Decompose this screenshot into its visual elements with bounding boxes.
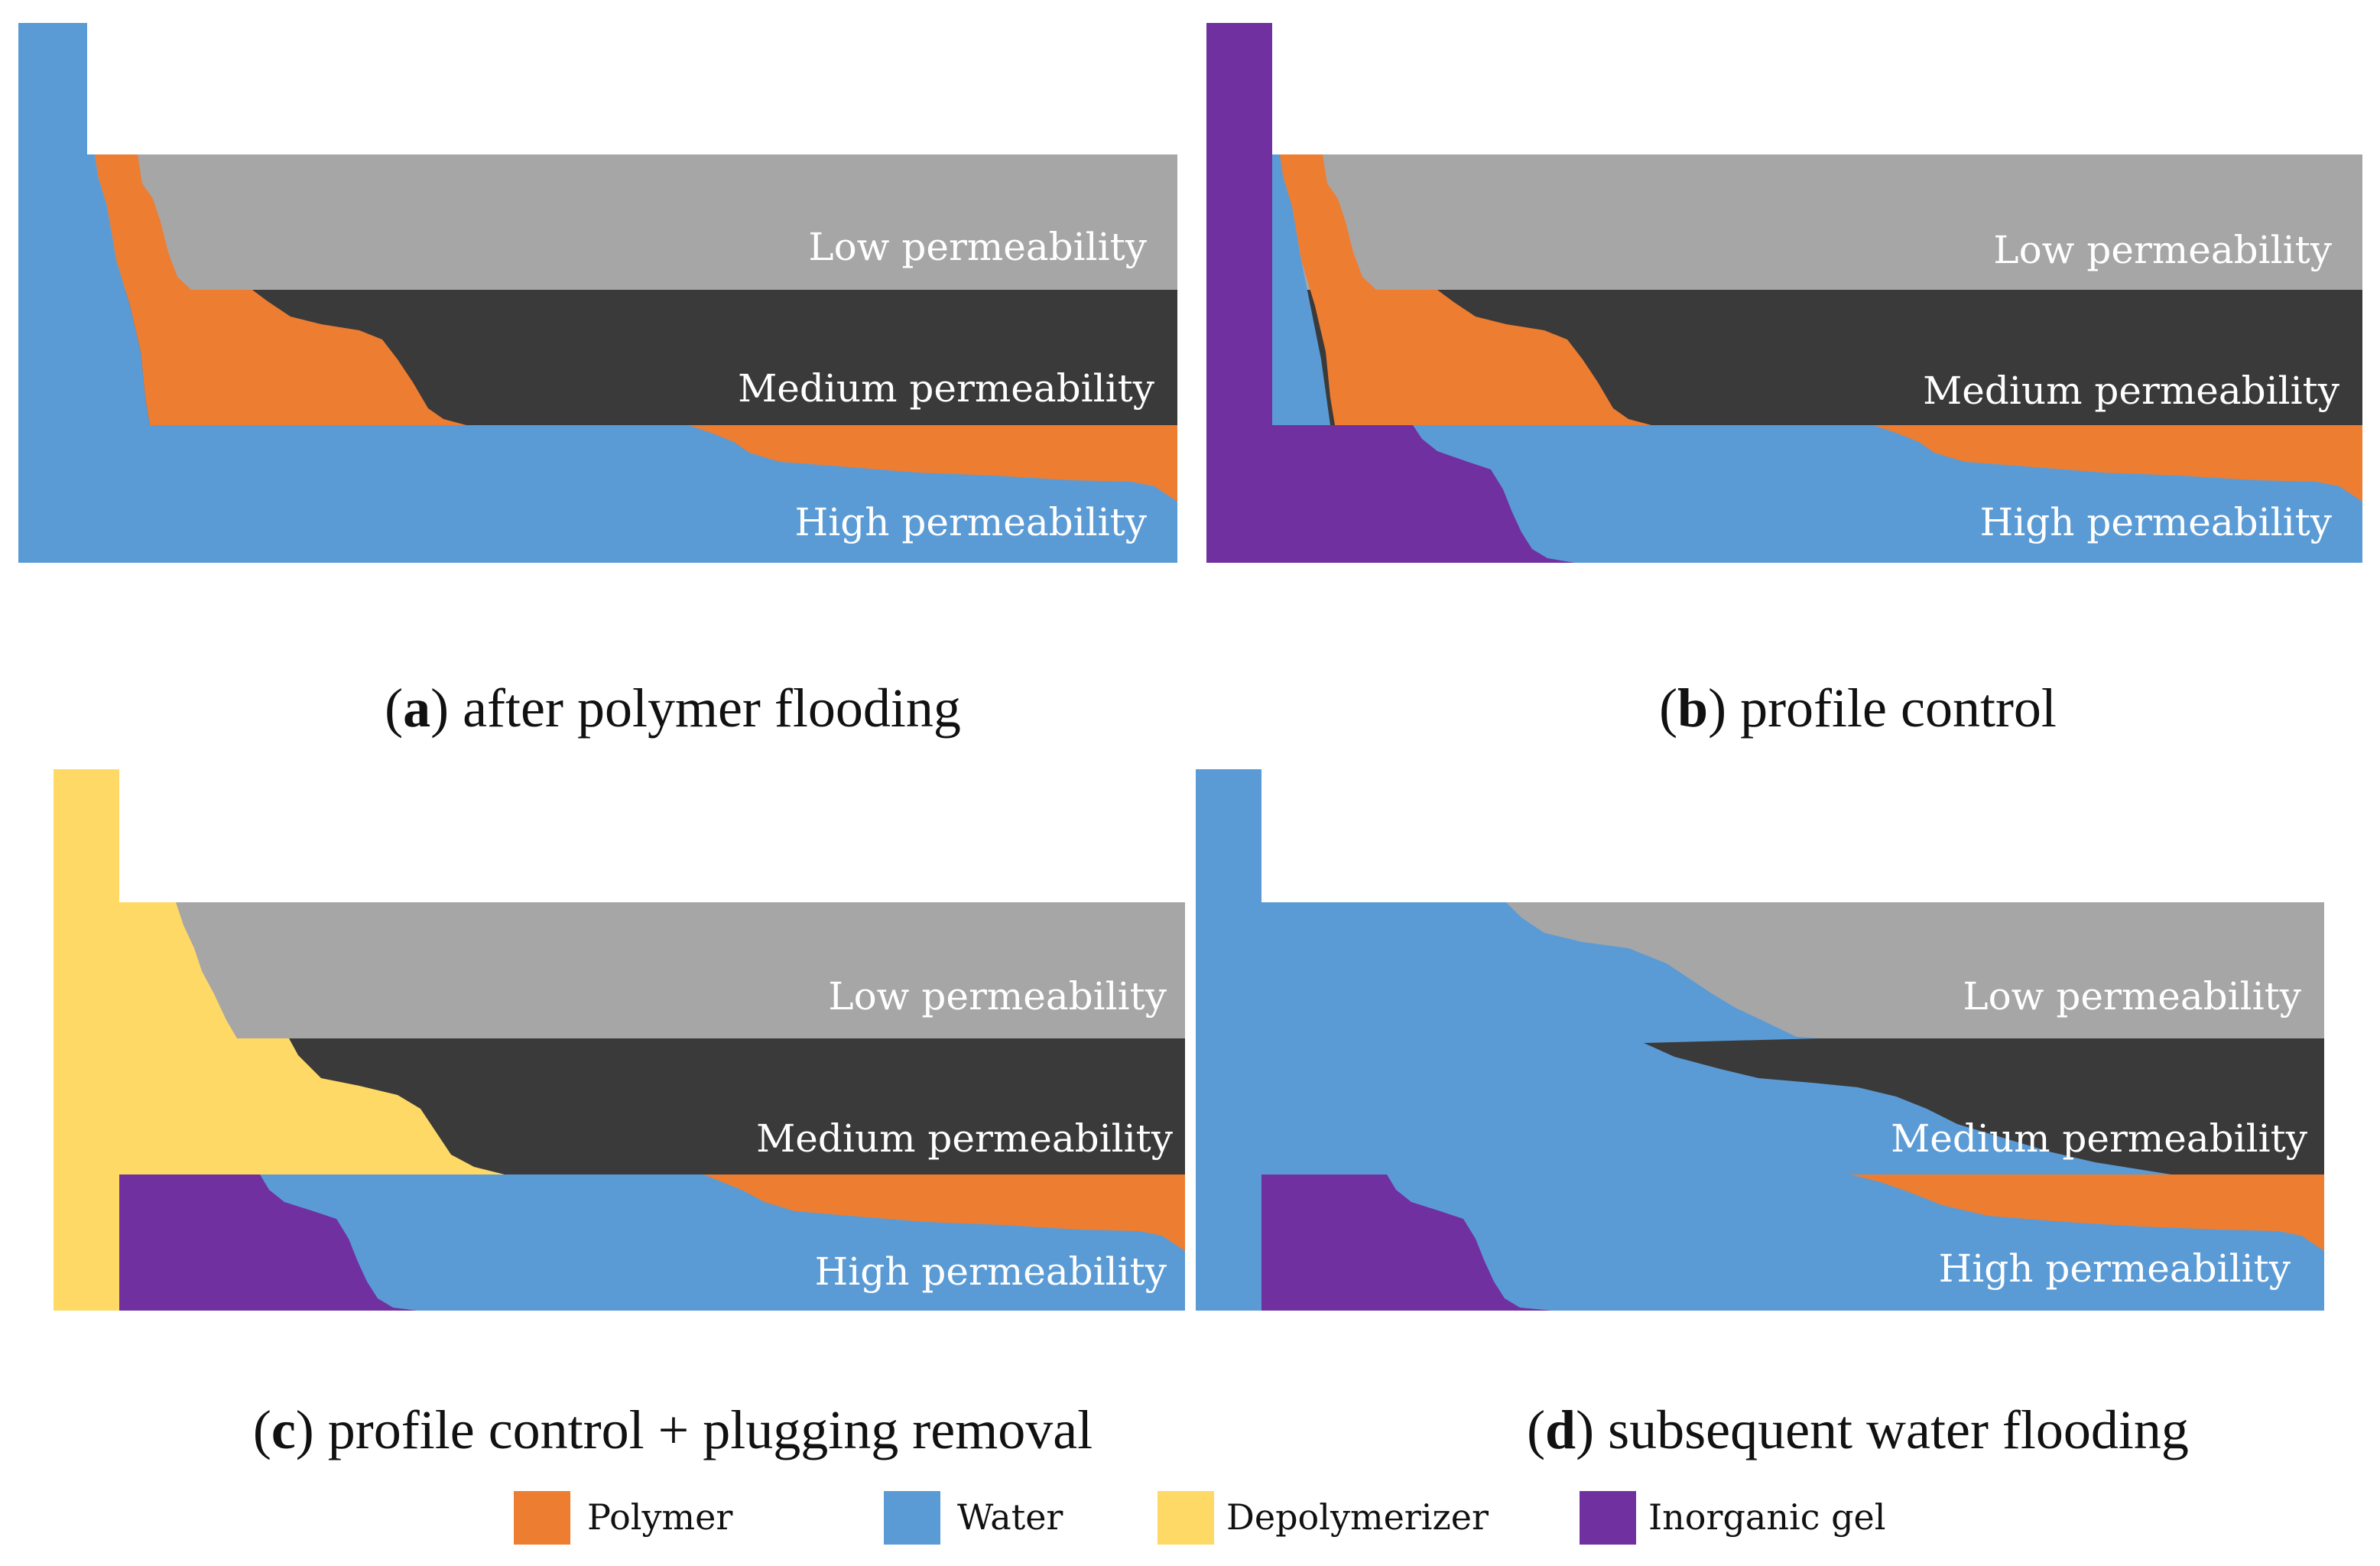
legend-item-depolymerizer: Depolymerizer [1158, 1491, 1489, 1545]
depolymerizer-front [119, 902, 505, 1174]
polymer-front-high [1873, 425, 2362, 502]
inorganic-gel-high [1261, 1174, 1552, 1311]
legend-swatch-depolymerizer [1158, 1491, 1214, 1545]
label-low-permeability: Low permeability [828, 974, 1167, 1019]
legend-label-water: Water [957, 1496, 1063, 1538]
panel-d: Low permeability Medium permeability Hig… [1196, 769, 2324, 1311]
label-low-permeability: Low permeability [1993, 228, 2332, 272]
inorganic-gel-injection-column [1206, 23, 1272, 563]
low-permeability-layer [87, 154, 1177, 290]
panel-b: Low permeability Medium permeability Hig… [1206, 23, 2362, 563]
polymer-front-high [703, 1174, 1185, 1251]
depolymerizer-injection-column [54, 769, 119, 1311]
label-medium-permeability: Medium permeability [1923, 369, 2340, 413]
caption-b: (b) profile control [1659, 677, 2057, 739]
legend-swatch-polymer [514, 1491, 570, 1545]
label-medium-permeability: Medium permeability [738, 366, 1155, 411]
legend-label-inorganic-gel: Inorganic gel [1648, 1496, 1885, 1538]
label-high-permeability: High permeability [1939, 1246, 2291, 1291]
legend-item-inorganic-gel: Inorganic gel [1580, 1491, 1885, 1545]
label-medium-permeability: Medium permeability [756, 1116, 1174, 1161]
legend: Polymer Water Depolymerizer Inorganic ge… [514, 1491, 1885, 1545]
label-medium-permeability: Medium permeability [1891, 1116, 2308, 1161]
low-permeability-layer [119, 902, 1185, 1038]
legend-swatch-water [884, 1491, 940, 1545]
polymer-front-low-medium [1280, 154, 1651, 425]
label-low-permeability: Low permeability [1963, 974, 2301, 1019]
label-low-permeability: Low permeability [808, 225, 1147, 269]
polymer-front-high [1850, 1174, 2324, 1251]
polymer-front-low-medium [95, 154, 466, 425]
water-injection-column [1196, 769, 1261, 1311]
water-front-low-medium [1261, 902, 2171, 1174]
polymer-front-high [688, 425, 1177, 502]
panel-a: Low permeability Medium permeability Hig… [18, 23, 1177, 563]
low-permeability-layer [1272, 154, 2362, 290]
legend-item-water: Water [884, 1491, 1063, 1545]
legend-item-polymer: Polymer [514, 1491, 732, 1545]
panel-c: Low permeability Medium permeability Hig… [54, 769, 1185, 1311]
caption-c: (c) profile control + plugging removal [253, 1399, 1093, 1460]
water-injection-column [18, 23, 150, 563]
water-behind-front [1272, 154, 1330, 425]
label-high-permeability: High permeability [1980, 500, 2333, 544]
inorganic-gel-high [1272, 425, 1575, 563]
legend-label-polymer: Polymer [587, 1496, 732, 1538]
label-high-permeability: High permeability [815, 1249, 1167, 1294]
legend-swatch-inorganic-gel [1580, 1491, 1636, 1545]
legend-label-depolymerizer: Depolymerizer [1226, 1496, 1489, 1538]
inorganic-gel-high [119, 1174, 417, 1311]
caption-a: (a) after polymer flooding [385, 677, 961, 739]
caption-d: (d) subsequent water flooding [1527, 1399, 2189, 1460]
label-high-permeability: High permeability [795, 500, 1148, 544]
